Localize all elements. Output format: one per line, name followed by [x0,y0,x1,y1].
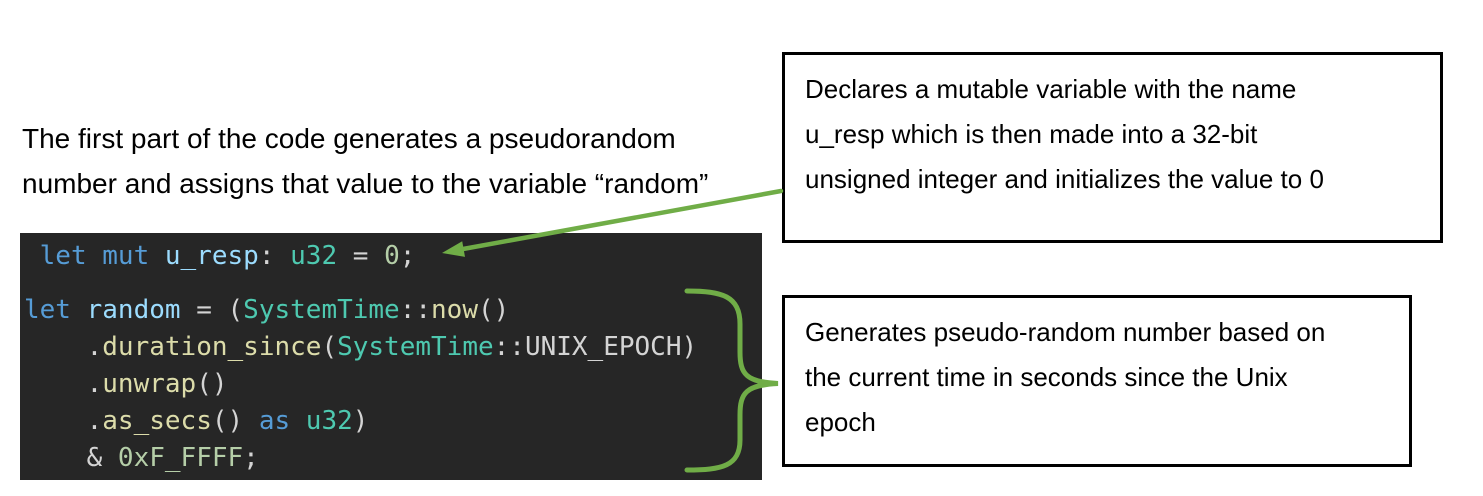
code-line: let random = (SystemTime::now() [24,295,510,325]
code-block: let mut u_resp: u32 = 0; let random = (Sy… [20,233,762,480]
intro-text: The first part of the code generates a p… [22,123,709,199]
code-line: .unwrap() [24,369,228,399]
callout-declare-mutable: Declares a mutable variable with the nam… [782,52,1443,243]
code-line: let mut u_resp: u32 = 0; [39,241,416,271]
code-line: .as_secs() as u32) [24,406,369,436]
callout-pseudo-random: Generates pseudo-random number based on … [782,295,1412,467]
code-line: & 0xF_FFFF; [24,443,259,473]
code-line: .duration_since(SystemTime::UNIX_EPOCH) [24,332,698,362]
code-line [24,275,762,292]
